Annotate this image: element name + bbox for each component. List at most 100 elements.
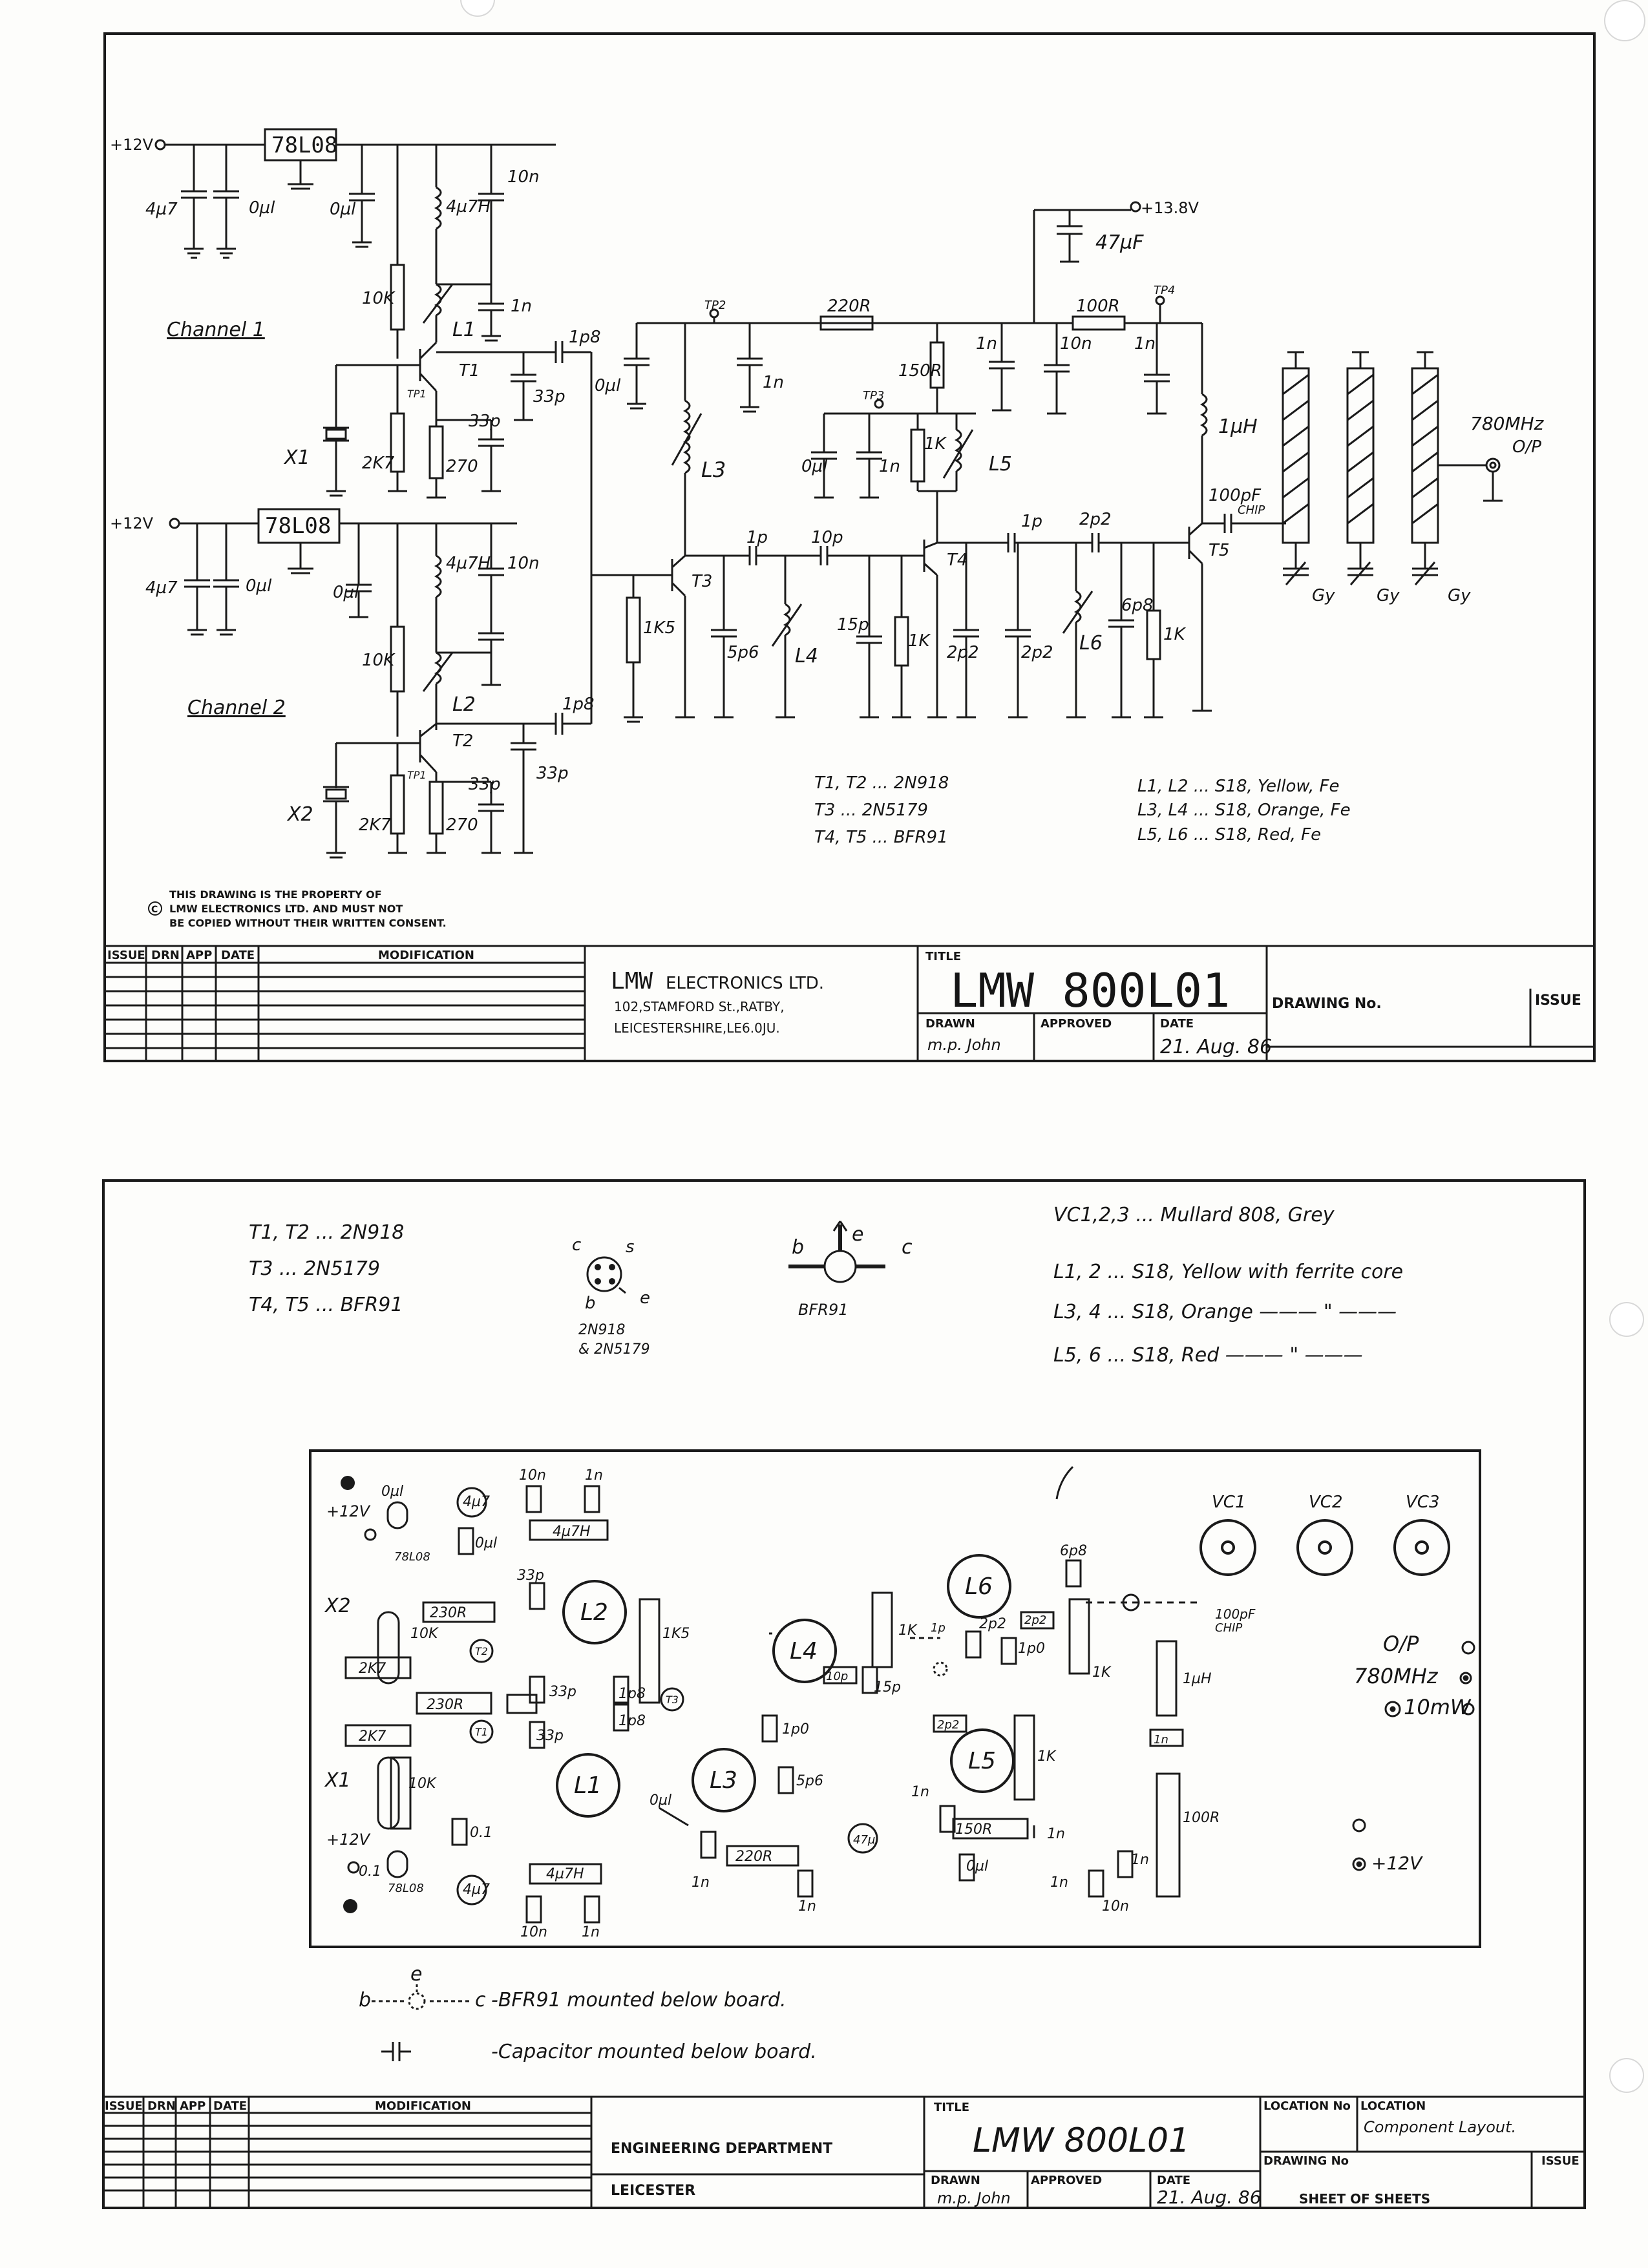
pin-label: c [902,1236,913,1259]
part-label: 230R [427,1697,463,1713]
note-line: T4, T5 ... BFR91 [249,1294,403,1316]
component-label: L3 [701,457,726,482]
part-label: 0.1 [359,1864,381,1880]
vc3-label: VC3 [1406,1493,1439,1512]
component-label: T3 [692,572,712,591]
drawing-title: LMW 800L01 [973,2121,1190,2160]
company-address: 102,STAMFORD St.,RATBY, [614,999,785,1014]
component-label: 1K5 [643,618,675,638]
component-label: 2p2 [1021,643,1053,662]
city-label: LEICESTER [611,2183,695,2199]
pin-label: b [585,1294,596,1313]
legend-capacitor-text: -Capacitor mounted below board. [491,2041,817,2063]
note-line: L3, L4 ... S18, Orange, Fe [1137,801,1351,820]
part-label: 0µl [381,1484,403,1500]
component-label: 1n [879,457,900,476]
svg-text:C: C [151,905,158,915]
pinout-2n918: c s b e 2N918 & 2N5179 [572,1235,650,1358]
pin-label: b [792,1236,804,1259]
output-label: O/P [1512,437,1541,457]
component-label: 5p6 [727,643,759,662]
component-label: 10n [507,167,540,187]
pinout-caption: 2N918 [578,1322,625,1338]
channel2-label: Channel 2 [187,697,286,719]
component-label: T5 [1209,541,1229,560]
component-label: 10p [811,528,843,547]
component-label: 220R [827,297,871,316]
component-label: 0µl [595,376,621,395]
component-label: 47µF [1095,231,1144,254]
part-label: 1p [931,1621,945,1635]
coil-l1: L1 [574,1772,602,1799]
component-label: 2p2 [1079,510,1112,529]
location-value: Component Layout. [1364,2118,1516,2136]
part-label: 10p [826,1670,848,1683]
tb-col-date: DATE [221,949,255,962]
coil-l4: L4 [790,1638,818,1664]
component-label: 1n [976,334,997,353]
pinout-caption: BFR91 [798,1301,848,1319]
note-line: T4, T5 ... BFR91 [814,828,948,847]
part-label: 1µH [1183,1671,1212,1687]
tb-approved-label: APPROVED [1041,1017,1112,1031]
part-label: 1n [911,1784,929,1800]
part-label: 1p0 [782,1721,809,1738]
part-label: T2 [475,1645,488,1657]
supply-12v-label: +12V [110,514,154,532]
drawn-signature: m.p. John [937,2189,1011,2207]
component-label: 0µl [333,583,359,602]
tb-drawn-label: DRAWN [925,1017,975,1031]
tb-col-issue: ISSUE [105,2099,143,2113]
component-label: 2K7 [362,454,395,473]
part-label: 1p0 [1018,1641,1045,1657]
pinout-bfr91: b e c BFR91 [788,1221,913,1319]
department-label: ENGINEERING DEPARTMENT [611,2141,832,2157]
part-label: 1p8 [618,1713,646,1729]
part-label: 10K [408,1776,437,1792]
copyright-line: LMW ELECTRONICS LTD. AND MUST NOT [169,903,403,915]
component-label: 10K [362,651,396,670]
layout-header-notes: T1, T2 ... 2N918 T3 ... 2N5179 T4, T5 ..… [249,1204,1403,1367]
tb-drawing-no: DRAWING No [1263,2154,1349,2168]
part-label: 2p2 [979,1616,1006,1632]
note-line: L5, L6 ... S18, Red, Fe [1137,825,1321,845]
chip-cap-label: 100pF [1215,1606,1256,1622]
resonator-stripes [1282,373,1439,525]
layout-drawing: T1, T2 ... 2N918 T3 ... 2N5179 T4, T5 ..… [102,1179,1586,2209]
component-label: 270 [446,815,478,835]
tb-date-label: DATE [1157,2174,1190,2187]
component-label: 2p2 [947,643,979,662]
company-address: LEICESTERSHIRE,LE6.0JU. [614,1020,780,1036]
part-label: 78L08 [394,1550,430,1564]
part-label: 33p [549,1684,576,1700]
tb-col-drn: DRN [147,2099,176,2113]
part-label: 47µ [853,1833,875,1847]
part-label: 78L08 [388,1882,424,1895]
ch2-labels: 4µ7 0µl 0µl 4µ7H 10n 10K L2 T2 1p8 33p 3… [145,554,595,835]
tb-title-label: TITLE [925,950,961,963]
part-label: 1p8 [618,1686,646,1702]
part-label: 10K [410,1626,439,1642]
title-block-1: ISSUE DRN APP DATE MODIFICATION LMW ELEC… [107,949,1581,1058]
part-label: 220R [735,1849,772,1865]
test-point-label: TP2 [704,299,726,312]
chip-cap-label: 100pF [1209,486,1262,505]
component-label: 1K [908,631,931,651]
component-label: 150R [898,361,942,381]
part-label: 1n [1047,1826,1065,1842]
drawn-signature: m.p. John [927,1036,1001,1054]
note-line: T3 ... 2N5179 [249,1257,380,1280]
tb-issue: ISSUE [1535,992,1581,1009]
component-label: 10n [507,554,540,573]
component-label: 33p [469,412,501,431]
component-label: 4µ7 [145,578,178,598]
note-line: L1, 2 ... S18, Yellow with ferrite core [1053,1261,1403,1283]
component-label: 6p8 [1121,596,1154,615]
copyright-line: THIS DRAWING IS THE PROPERTY OF [169,888,382,901]
part-label: 0µl [650,1792,671,1809]
board-part-labels: 0µl 4µ7 10n 1n 4µ7H 0µl 78L08 33p 230R 1… [359,1467,1220,1940]
test-point-label: TP4 [1154,284,1175,297]
part-label: 2p2 [937,1718,959,1732]
legend-bfr91-text: -BFR91 mounted below board. [491,1989,787,2011]
tb-modification: MODIFICATION [375,2099,471,2113]
